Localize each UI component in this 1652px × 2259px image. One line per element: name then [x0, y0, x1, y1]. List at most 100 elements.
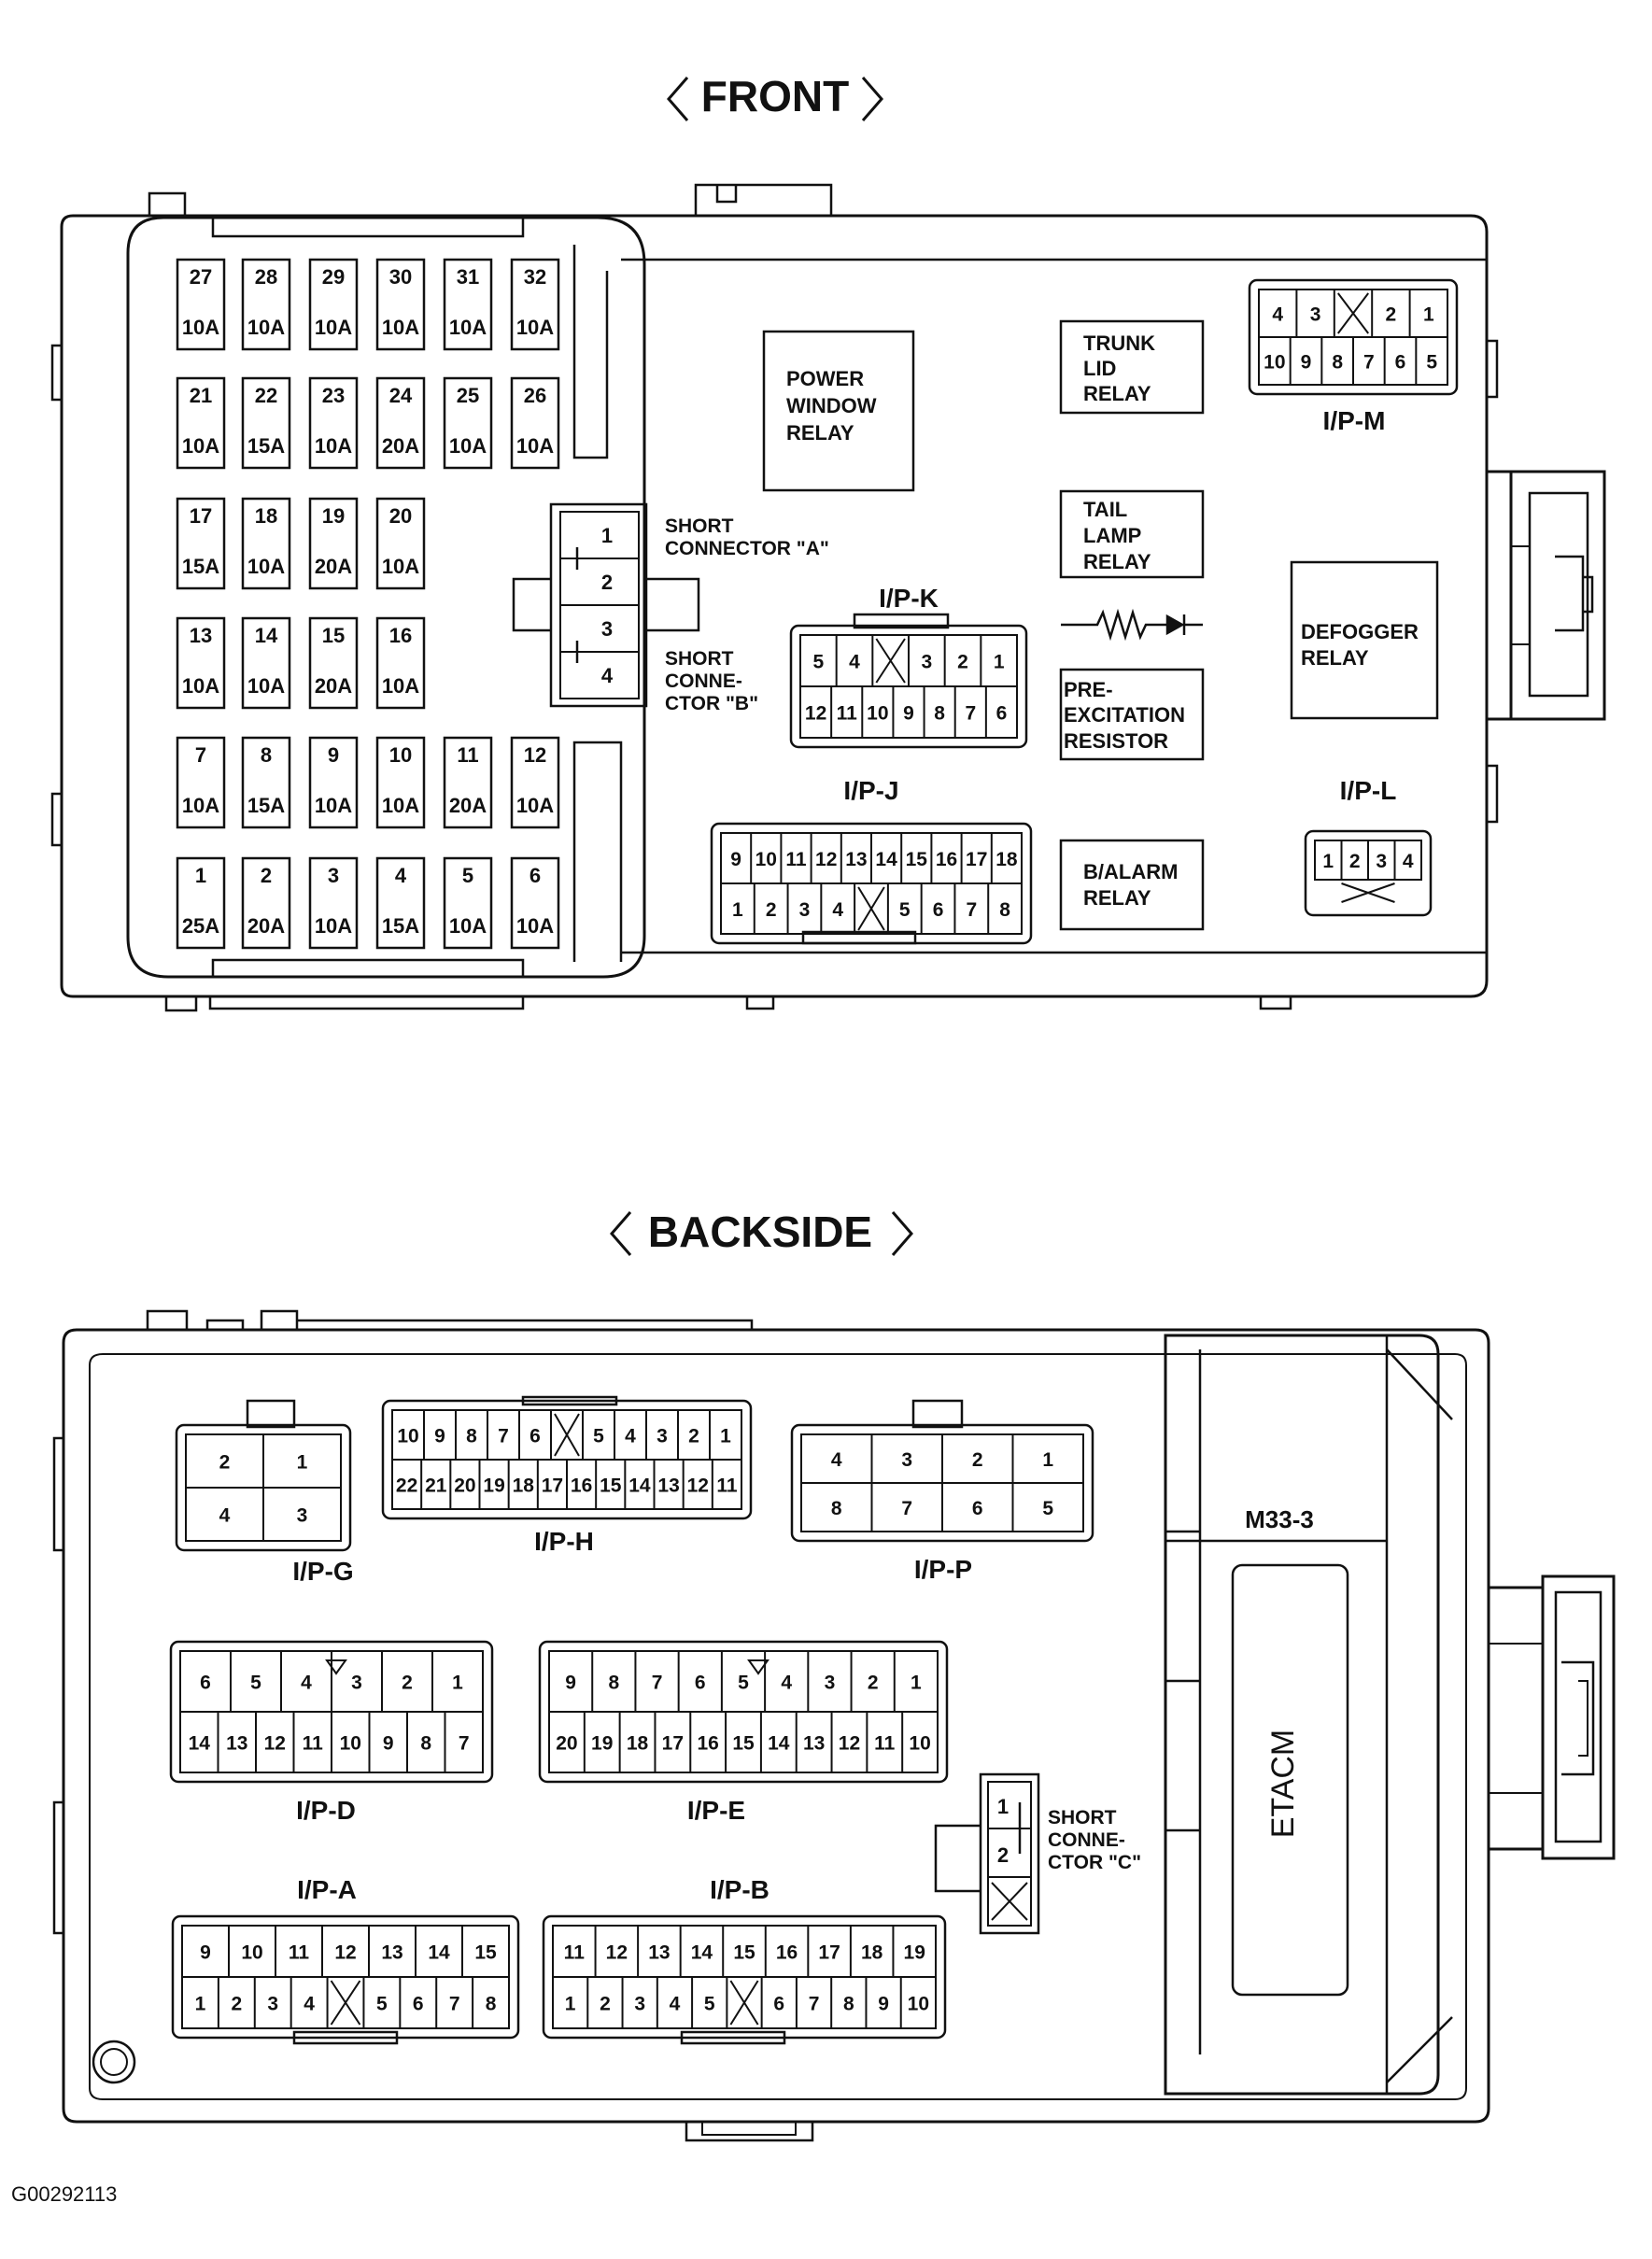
connector-pin: 7 [901, 1498, 912, 1519]
connector-label: I/P-H [534, 1527, 594, 1556]
resistor-diode-symbol [1061, 608, 1203, 642]
connector-pin: 15 [600, 1475, 622, 1497]
short-connector-pin-4: 4 [601, 664, 614, 687]
connector-pin: 10 [397, 1426, 418, 1447]
connector-label: I/P-J [843, 776, 898, 805]
fuse-number: 18 [255, 504, 277, 528]
fuse-grid: 2710A2810A2910A3010A3110A3210A2110A2215A… [176, 258, 560, 950]
connector-pin: 1 [297, 1452, 308, 1474]
fuse-number: 5 [462, 864, 473, 887]
connector-pin: 17 [966, 849, 987, 870]
blank-cavity-mark [1341, 882, 1395, 903]
connector-key [747, 1659, 770, 1675]
connector-pin: 10 [241, 1942, 262, 1964]
connector-pin: 6 [200, 1673, 211, 1694]
fuse-body [308, 616, 359, 710]
fuse-number: 9 [328, 743, 339, 767]
fuse-body [375, 736, 426, 829]
fuse-rating: 10A [315, 794, 352, 817]
connector-pin: 8 [999, 899, 1010, 921]
tail-lamp-relay-line3: RELAY [1083, 550, 1151, 573]
connector-pin: 1 [994, 652, 1005, 673]
fuse-body [176, 856, 226, 950]
connector-pin: 4 [1403, 851, 1414, 872]
fuse-rating: 10A [382, 674, 419, 698]
connector-housing [790, 1423, 1094, 1543]
short-connector-b-label-3: CTOR "B" [665, 693, 758, 714]
connector-pin: 4 [832, 899, 843, 921]
power-window-relay-line1: POWER [786, 367, 864, 390]
connector-pin: 5 [738, 1673, 749, 1694]
fuse-rating: 10A [516, 794, 554, 817]
connector-pin: 2 [1349, 851, 1361, 872]
short-connector-ab: 1 2 3 4 SHORT CONNECTOR "A" SHORT CONNE-… [512, 502, 829, 714]
fuse-number: 30 [389, 265, 412, 289]
defogger-relay-line2: RELAY [1301, 646, 1369, 670]
fuse-number: 20 [389, 504, 412, 528]
connector-pin: 8 [608, 1673, 619, 1694]
fuse-number: 19 [322, 504, 345, 528]
fuse-number: 3 [328, 864, 339, 887]
connector-latch [246, 1399, 296, 1429]
connector-pin: 2 [957, 652, 968, 673]
connector-pin: 13 [648, 1942, 670, 1964]
connector-pin: 18 [861, 1942, 883, 1964]
connector-pin: 17 [818, 1942, 840, 1964]
short-connector-c: 1 2 SHORT CONNE- CTOR "C" [934, 1772, 1141, 1935]
fuse-number: 10 [389, 743, 412, 767]
fuse-body [176, 376, 226, 470]
connector-housing [1304, 829, 1433, 917]
connector-pin: 9 [200, 1942, 211, 1964]
connector-pin: 8 [934, 703, 945, 725]
short-connector-b-label-1: SHORT [665, 648, 734, 670]
pre-excitation-line3: RESISTOR [1064, 729, 1168, 753]
b-alarm-relay-line2: RELAY [1083, 886, 1151, 910]
backside-title-text: BACKSIDE [648, 1207, 872, 1256]
fuse-number: 23 [322, 384, 345, 407]
connector-pin: 13 [226, 1733, 247, 1755]
fuse-rating: 15A [182, 555, 219, 578]
connector-pin: 11 [837, 703, 858, 725]
fuse-body [443, 736, 493, 829]
connector-label: I/P-L [1340, 776, 1397, 805]
fuse-body [241, 736, 291, 829]
fuse-number: 14 [255, 624, 278, 647]
connector-label: I/P-B [710, 1875, 770, 1904]
connector-pin: 17 [662, 1733, 684, 1755]
connector-label: I/P-D [296, 1796, 356, 1825]
fuse-body [510, 258, 560, 351]
blank-cavity-mark [875, 638, 906, 684]
connector-pin: 1 [732, 899, 743, 921]
connector-pin: 6 [972, 1498, 983, 1519]
connector-pin: 12 [839, 1733, 860, 1755]
fuse-body [241, 258, 291, 351]
connector-housing [175, 1423, 352, 1552]
connector-pin: 7 [449, 1994, 460, 2015]
short-connector-c-label-3: CTOR "C" [1048, 1852, 1141, 1873]
connector-pin: 12 [334, 1942, 356, 1964]
connector-pin: 14 [428, 1942, 450, 1964]
backside-title: BACKSIDE [610, 1207, 913, 1256]
connector-pin: 3 [297, 1505, 308, 1527]
connector-pin: 3 [634, 1994, 645, 2015]
tail-lamp-relay-line1: TAIL [1083, 498, 1127, 521]
front-title-text: FRONT [701, 72, 849, 120]
connector-pin: 1 [1423, 304, 1434, 326]
fuse-rating: 10A [449, 316, 487, 339]
fuse-body [375, 856, 426, 950]
connector-pin: 3 [901, 1449, 912, 1471]
connector-latch [801, 930, 917, 945]
connector-pin: 8 [1332, 352, 1343, 374]
